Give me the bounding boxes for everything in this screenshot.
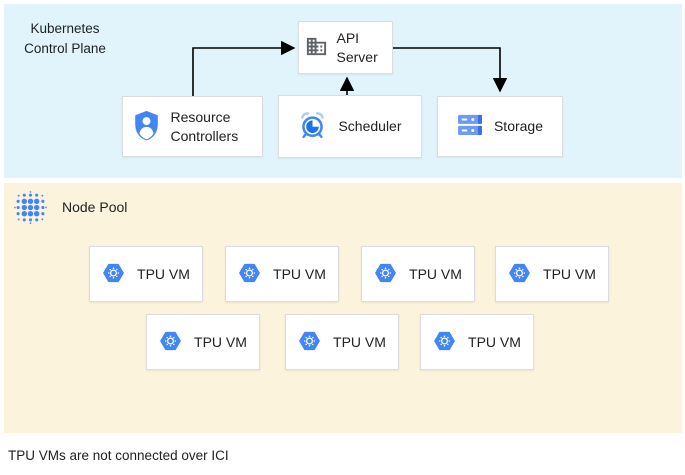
- node-api-server: API Server: [298, 21, 393, 74]
- tpu-vm-label: TPU VM: [468, 333, 521, 350]
- building-icon: [305, 35, 328, 61]
- node-pool-panel: [4, 183, 682, 433]
- tpu-hexagon-icon: [374, 263, 397, 286]
- server-stack-icon: [457, 114, 483, 139]
- node-tpu-vm-4: TPU VM: [495, 246, 609, 302]
- dot-grid-icon: [14, 191, 47, 229]
- alarm-clock-icon: [298, 111, 327, 143]
- shield-user-icon: [133, 110, 160, 144]
- tpu-hexagon-icon: [159, 331, 182, 354]
- tpu-vm-label: TPU VM: [137, 265, 190, 282]
- node-tpu-vm-5: TPU VM: [146, 314, 260, 370]
- node-tpu-vm-7: TPU VM: [420, 314, 534, 370]
- api-server-label: API Server: [336, 30, 378, 65]
- tpu-vm-label: TPU VM: [543, 265, 596, 282]
- tpu-hexagon-icon: [508, 263, 531, 286]
- tpu-vm-label: TPU VM: [273, 265, 326, 282]
- scheduler-label: Scheduler: [338, 118, 402, 135]
- node-tpu-vm-1: TPU VM: [89, 246, 203, 302]
- node-tpu-vm-3: TPU VM: [361, 246, 475, 302]
- node-tpu-vm-6: TPU VM: [285, 314, 399, 370]
- tpu-vm-label: TPU VM: [409, 265, 462, 282]
- node-resource-controllers: Resource Controllers: [122, 96, 263, 157]
- tpu-vm-label: TPU VM: [333, 333, 386, 350]
- tpu-hexagon-icon: [433, 331, 456, 354]
- node-tpu-vm-2: TPU VM: [225, 246, 339, 302]
- tpu-hexagon-icon: [298, 331, 321, 354]
- tpu-hexagon-icon: [238, 263, 261, 286]
- node-scheduler: Scheduler: [278, 95, 422, 158]
- tpu-hexagon-icon: [102, 263, 125, 286]
- resource-controllers-label: Resource Controllers: [170, 109, 239, 144]
- node-pool-title: Node Pool: [62, 199, 128, 215]
- tpu-vm-label: TPU VM: [194, 333, 247, 350]
- diagram-caption: TPU VMs are not connected over ICI: [8, 448, 229, 463]
- node-storage: Storage: [437, 96, 563, 157]
- storage-label: Storage: [493, 118, 544, 135]
- control-plane-title: Kubernetes Control Plane: [24, 21, 106, 57]
